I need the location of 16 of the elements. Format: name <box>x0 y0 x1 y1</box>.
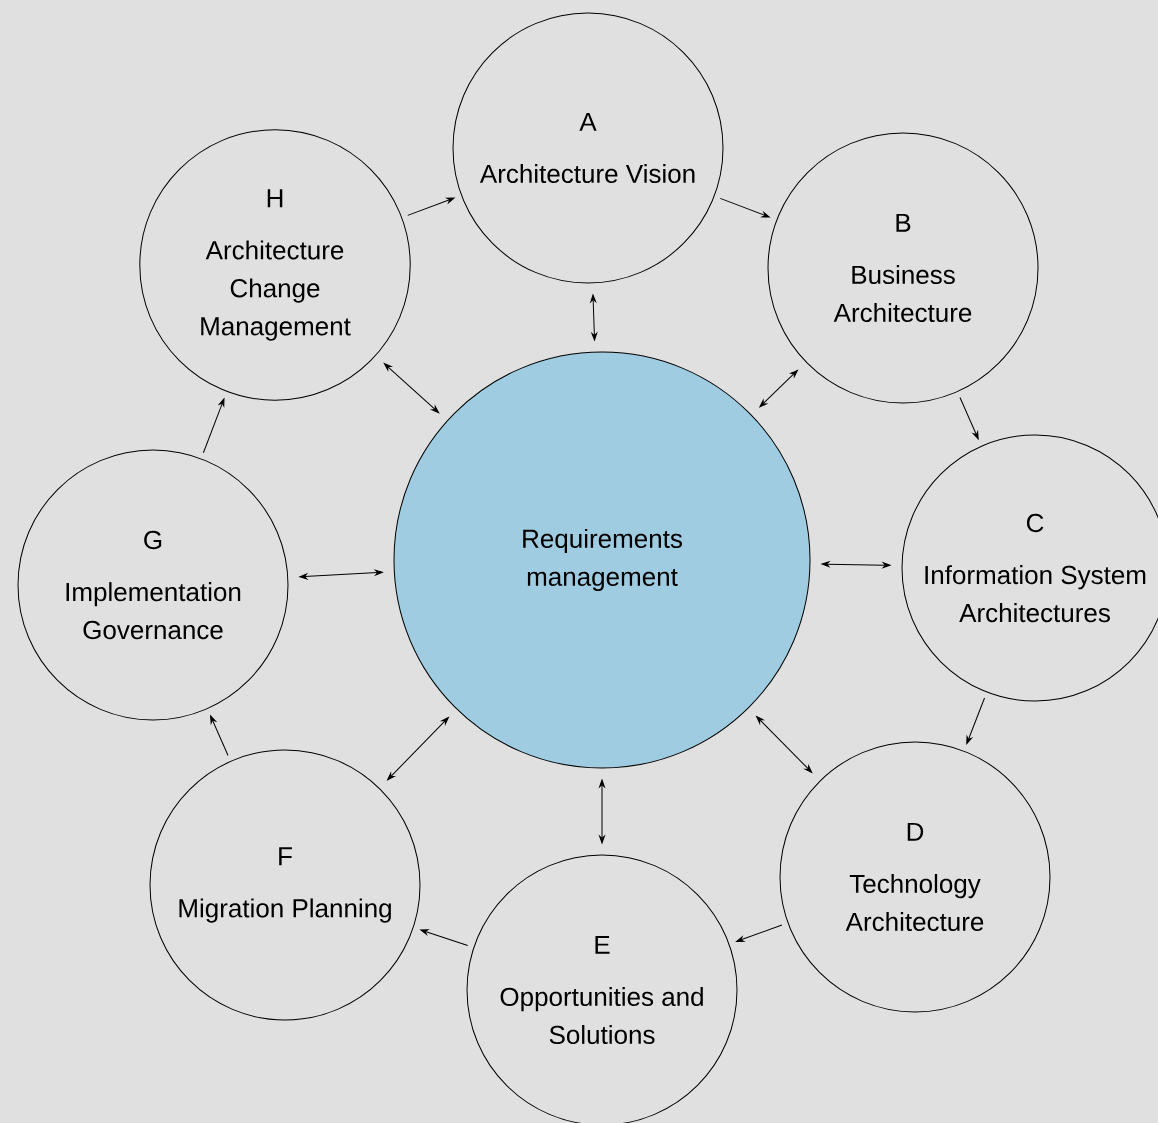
arrow <box>299 569 383 580</box>
arrow <box>420 929 469 946</box>
arrow <box>202 398 225 454</box>
arrow <box>407 197 455 216</box>
arrow <box>756 716 813 773</box>
arrow <box>966 697 985 745</box>
arrow <box>387 717 449 781</box>
arrow <box>736 924 783 942</box>
arrow <box>719 197 770 218</box>
arrow <box>590 294 598 341</box>
arrow <box>821 561 891 569</box>
arrow <box>599 779 605 844</box>
arrow <box>759 369 798 408</box>
arrow <box>383 363 440 414</box>
arrow <box>959 397 979 440</box>
arrow <box>210 715 229 756</box>
